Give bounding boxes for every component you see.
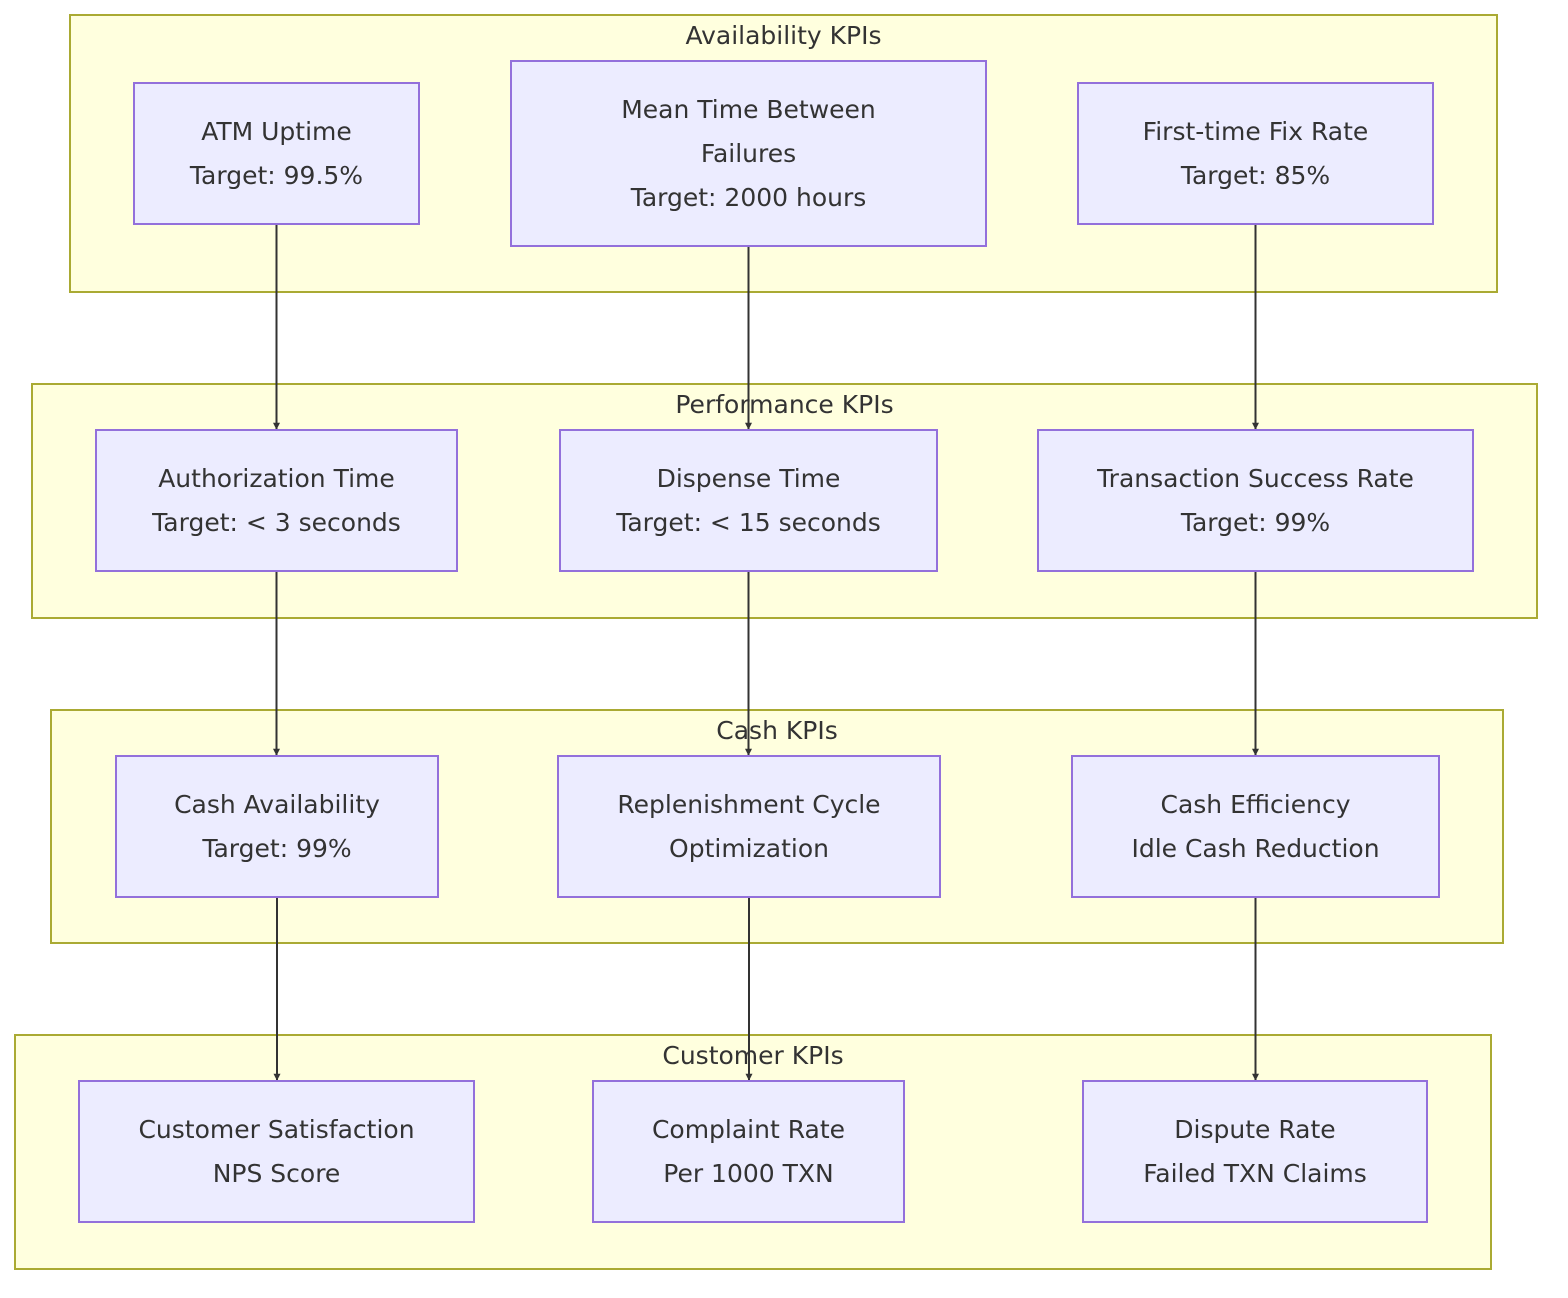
group-title: Performance KPIs <box>675 390 894 419</box>
node-line: Per 1000 TXN <box>663 1158 834 1188</box>
node-line: Target: < 3 seconds <box>152 507 401 537</box>
node-first-time-fix-rate: First-time Fix Rate Target: 85% <box>1077 82 1434 225</box>
node-authorization-time: Authorization Time Target: < 3 seconds <box>95 429 458 572</box>
node-line: Target: < 15 seconds <box>616 507 881 537</box>
node-dispense-time: Dispense Time Target: < 15 seconds <box>559 429 938 572</box>
node-line: Customer Satisfaction <box>138 1114 415 1144</box>
node-line: Cash Availability <box>174 789 380 819</box>
node-dispute-rate: Dispute Rate Failed TXN Claims <box>1082 1080 1428 1223</box>
node-line: Failed TXN Claims <box>1143 1158 1367 1188</box>
node-complaint-rate: Complaint Rate Per 1000 TXN <box>592 1080 905 1223</box>
node-line: Target: 99% <box>1180 507 1331 537</box>
node-line: Mean Time Between <box>621 94 876 124</box>
node-line: Idle Cash Reduction <box>1131 833 1380 863</box>
node-line: Transaction Success Rate <box>1097 463 1414 493</box>
node-line: Cash Efficiency <box>1160 789 1351 819</box>
node-line: ATM Uptime <box>201 116 352 146</box>
node-line: Target: 85% <box>1180 160 1331 190</box>
node-line: Target: 99.5% <box>189 160 364 190</box>
group-title: Customer KPIs <box>662 1041 844 1070</box>
node-line: Optimization <box>669 833 829 863</box>
group-title: Availability KPIs <box>685 21 882 50</box>
node-replenishment-cycle: Replenishment Cycle Optimization <box>557 755 941 898</box>
node-line: First-time Fix Rate <box>1142 116 1369 146</box>
node-line: Target: 99% <box>202 833 352 863</box>
node-line: Failures <box>700 138 797 168</box>
group-title: Cash KPIs <box>716 716 838 745</box>
node-cash-availability: Cash Availability Target: 99% <box>115 755 439 898</box>
node-line: Dispute Rate <box>1174 1114 1336 1144</box>
node-cash-efficiency: Cash Efficiency Idle Cash Reduction <box>1071 755 1440 898</box>
node-atm-uptime: ATM Uptime Target: 99.5% <box>133 82 420 225</box>
node-line: Target: 2000 hours <box>630 182 867 212</box>
node-transaction-success-rate: Transaction Success Rate Target: 99% <box>1037 429 1474 572</box>
node-mean-time-between-failures: Mean Time Between Failures Target: 2000 … <box>510 60 987 247</box>
node-customer-satisfaction: Customer Satisfaction NPS Score <box>78 1080 475 1223</box>
node-line: Replenishment Cycle <box>617 789 881 819</box>
node-line: NPS Score <box>212 1158 341 1188</box>
node-line: Complaint Rate <box>651 1114 846 1144</box>
node-line: Authorization Time <box>158 463 395 493</box>
node-line: Dispense Time <box>656 463 841 493</box>
